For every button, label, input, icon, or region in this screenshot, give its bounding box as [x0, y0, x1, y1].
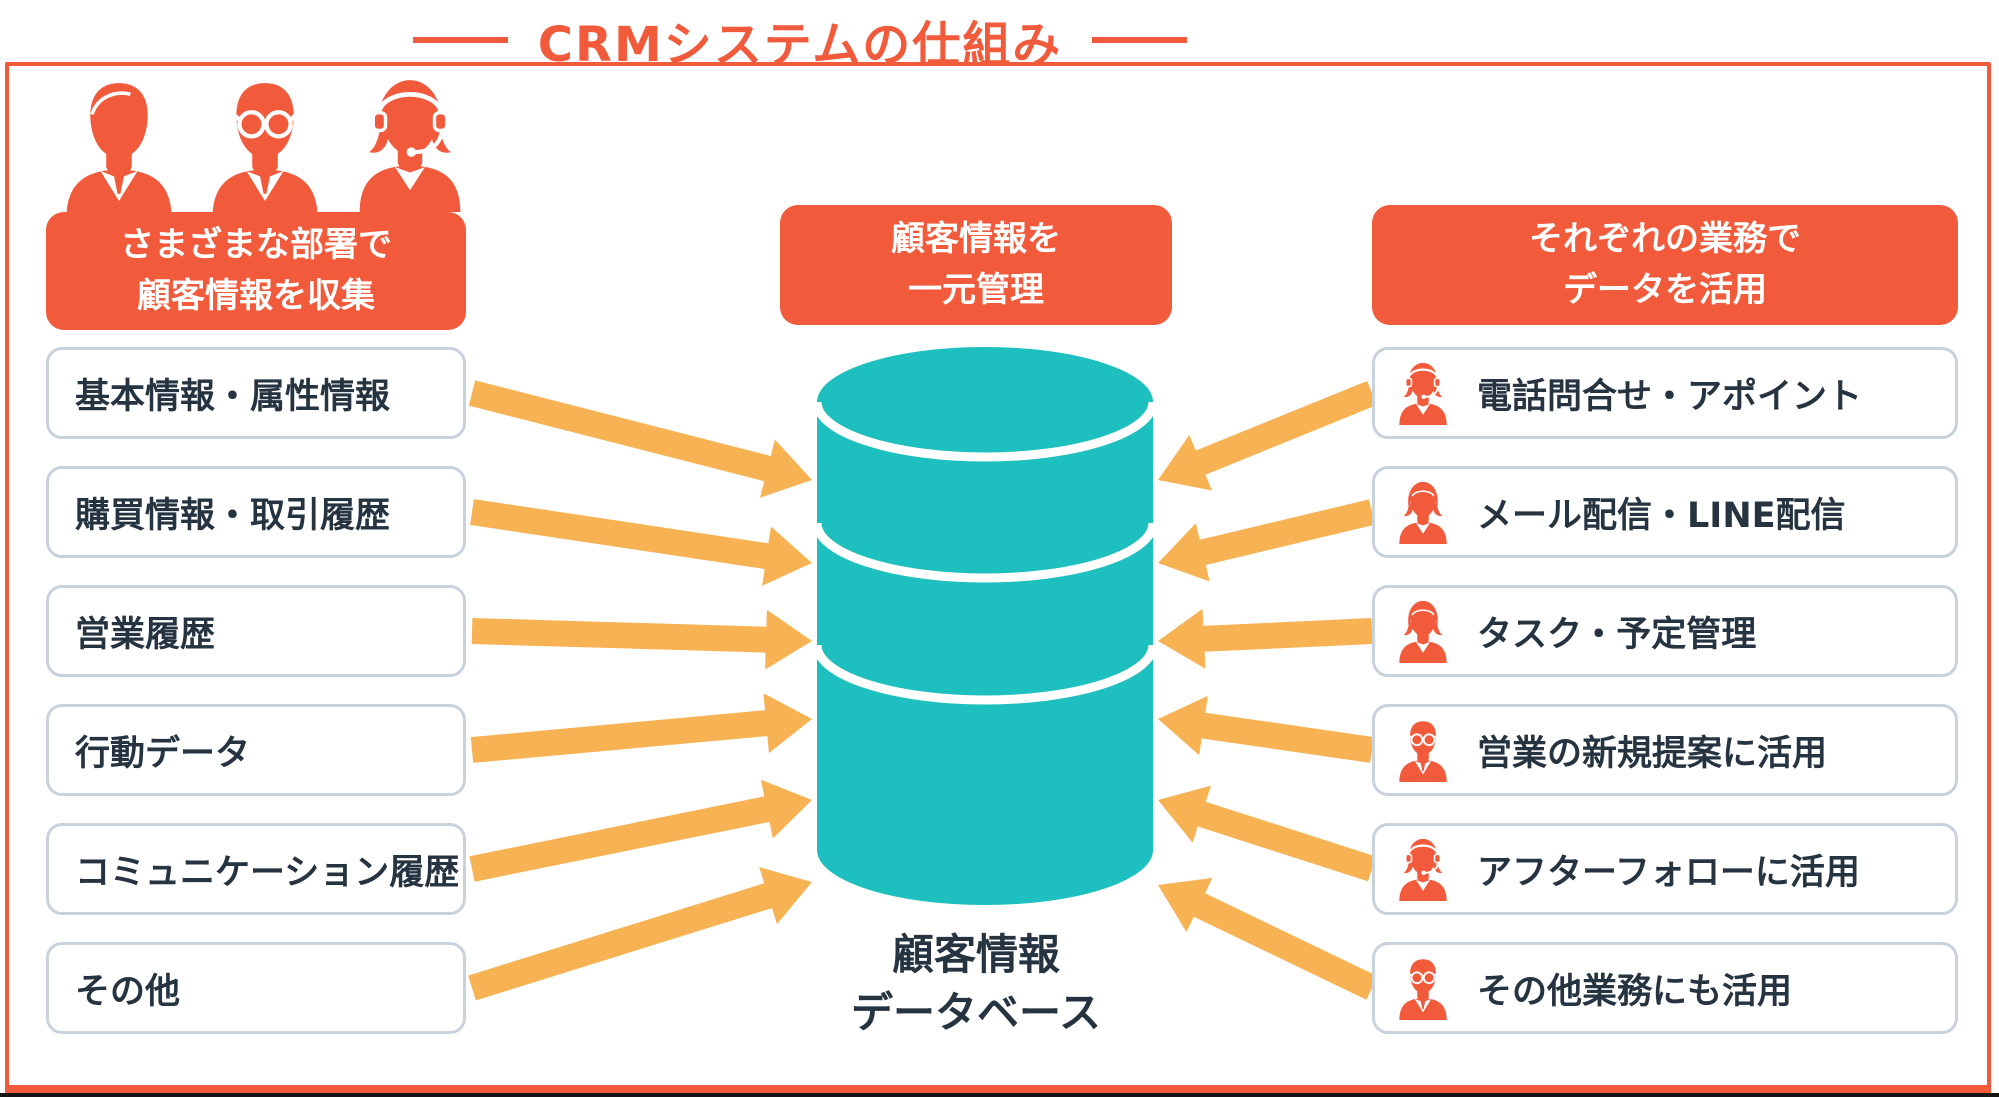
- businessman-glasses-icon: [194, 76, 336, 218]
- flow-arrow: [468, 380, 812, 498]
- collect-header-line1: さまざまな部署で: [120, 225, 392, 265]
- businesswoman-icon: [1391, 480, 1455, 544]
- flow-arrow: [1158, 608, 1373, 669]
- utilize-item-row: アフターフォローに活用: [1372, 823, 1958, 915]
- collect-item-row: 購買情報・取引履歴: [46, 466, 466, 558]
- database-icon: [812, 347, 1158, 905]
- collect-item-row: コミュニケーション履歴: [46, 823, 466, 915]
- flow-arrow: [1158, 381, 1377, 491]
- title-dash-right: [1092, 37, 1188, 43]
- operator-headset-icon: [1391, 837, 1455, 901]
- collect-item-label: コミュニケーション履歴: [75, 852, 460, 893]
- utilize-item-row: 営業の新規提案に活用: [1372, 704, 1958, 796]
- flow-arrow: [1158, 499, 1375, 582]
- collect-item-label: 行動データ: [75, 733, 251, 774]
- utilize-item-row: メール配信・LINE配信: [1372, 466, 1958, 558]
- title-row: CRMシステムの仕組み: [412, 10, 1188, 73]
- flow-arrow: [469, 779, 812, 882]
- collect-item-label: 購買情報・取引履歴: [75, 495, 391, 536]
- utilize-section-header: それぞれの業務で データを活用: [1372, 205, 1958, 325]
- collect-section-header: さまざまな部署で 顧客情報を収集: [46, 212, 466, 330]
- flow-arrow: [1158, 877, 1378, 1000]
- businessman-glasses-icon: [1391, 718, 1455, 782]
- collect-item-row: その他: [46, 942, 466, 1034]
- title-dash-left: [412, 37, 508, 43]
- collect-item-row: 基本情報・属性情報: [46, 347, 466, 439]
- utilize-item-label: 営業の新規提案に活用: [1477, 733, 1828, 774]
- utilize-item-row: 電話問合せ・アポイント: [1372, 347, 1958, 439]
- manage-header-line2: 一元管理: [908, 270, 1044, 310]
- operator-headset-icon: [342, 76, 478, 212]
- operator-headset-icon: [1391, 361, 1455, 425]
- flow-arrow: [1158, 695, 1374, 763]
- manage-section-header: 顧客情報を 一元管理: [780, 205, 1172, 325]
- utilize-item-label: アフターフォローに活用: [1477, 852, 1860, 893]
- utilize-item-label: その他業務にも活用: [1477, 971, 1793, 1012]
- utilize-item-row: タスク・予定管理: [1372, 585, 1958, 677]
- collect-item-label: 営業履歴: [75, 614, 216, 655]
- businessman-icon: [48, 76, 190, 218]
- bottom-edge-line: [0, 1093, 1999, 1097]
- utilize-header-line2: データを活用: [1563, 270, 1767, 310]
- manage-header-line1: 顧客情報を: [891, 219, 1061, 259]
- utilize-header-line1: それぞれの業務で: [1529, 219, 1801, 259]
- flow-arrow: [471, 609, 812, 670]
- utilize-item-label: メール配信・LINE配信: [1477, 495, 1846, 536]
- department-people-group: [42, 76, 466, 228]
- flow-arrow: [468, 867, 812, 1001]
- collect-item-label: その他: [75, 971, 181, 1012]
- businesswoman-icon: [1391, 599, 1455, 663]
- collect-header-line2: 顧客情報を収集: [137, 276, 375, 316]
- flow-arrow: [1158, 785, 1376, 882]
- flow-arrow: [470, 499, 812, 586]
- database-label-line2: データベース: [851, 987, 1101, 1037]
- collect-item-row: 営業履歴: [46, 585, 466, 677]
- database-label-line1: 顧客情報: [891, 930, 1060, 979]
- businessman-glasses-icon: [1391, 956, 1455, 1020]
- utilize-item-label: 電話問合せ・アポイント: [1477, 376, 1863, 417]
- database-label: 顧客情報 データベース: [780, 926, 1172, 1042]
- utilize-item-row: その他業務にも活用: [1372, 942, 1958, 1034]
- collect-item-row: 行動データ: [46, 704, 466, 796]
- page-title: CRMシステムの仕組み: [537, 17, 1063, 73]
- utilize-item-label: タスク・予定管理: [1477, 614, 1757, 655]
- collect-item-label: 基本情報・属性情報: [75, 376, 391, 417]
- flow-arrow: [470, 693, 812, 763]
